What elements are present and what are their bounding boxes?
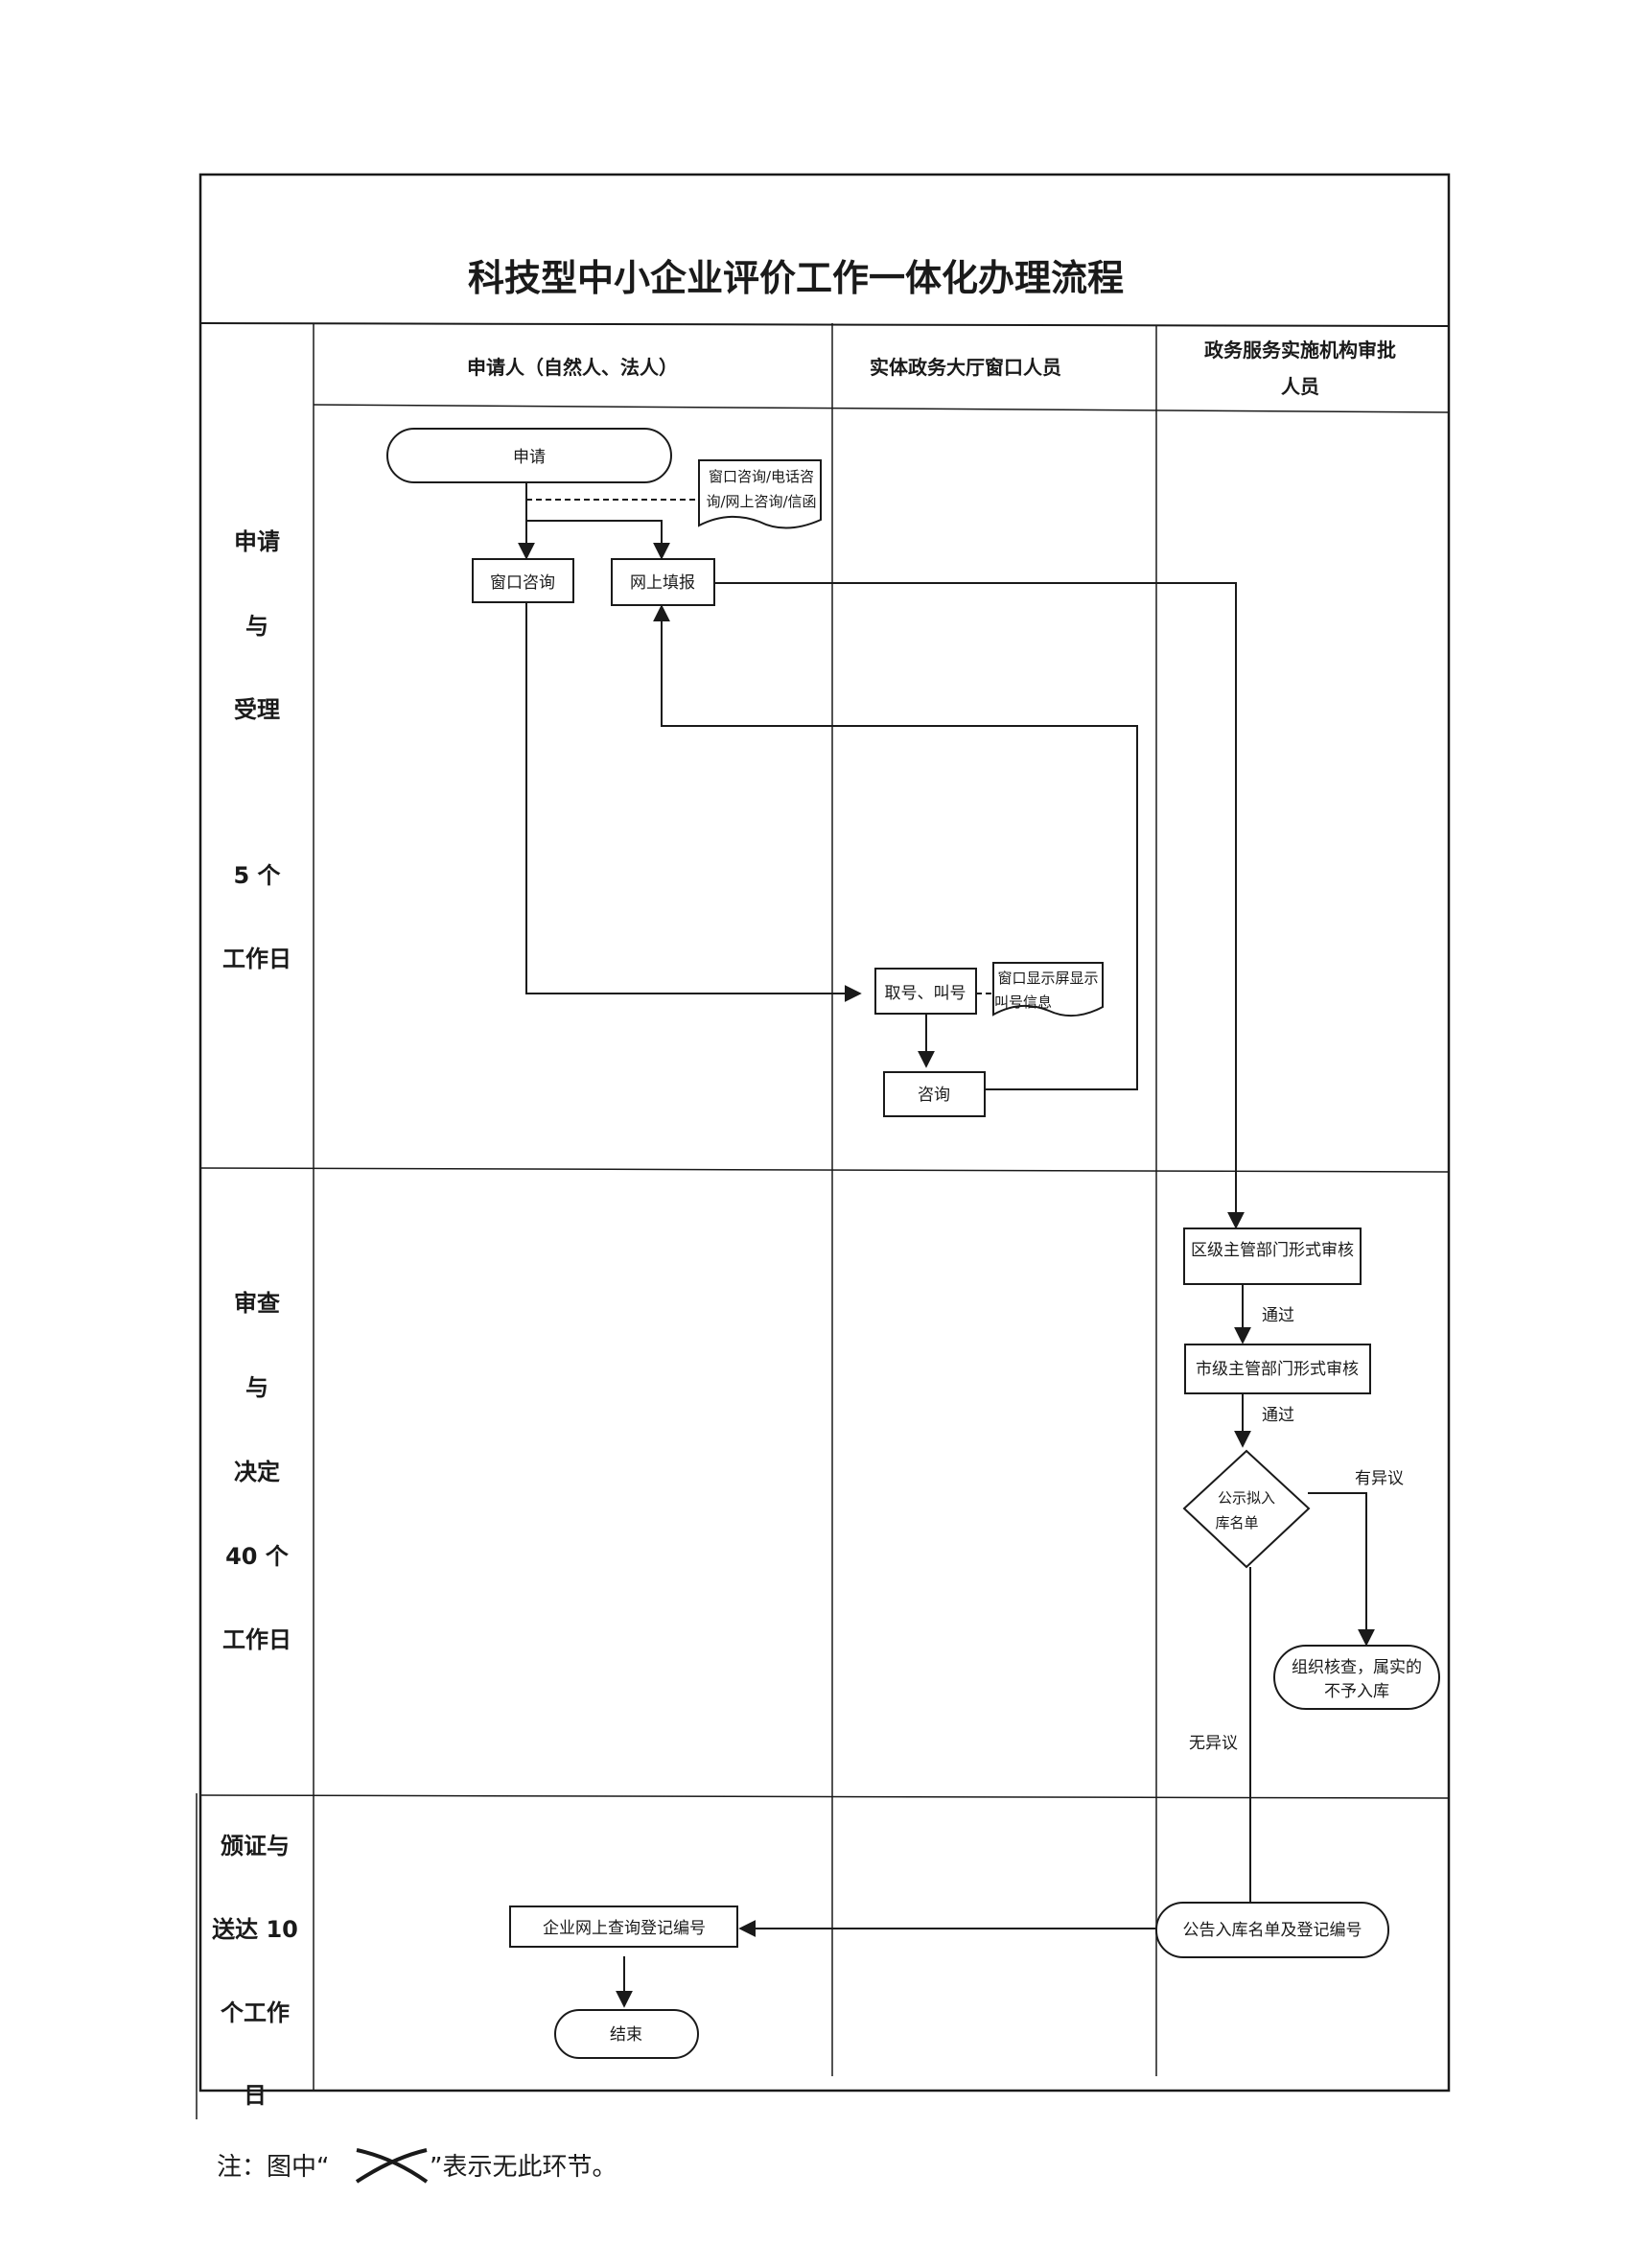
node-window-consult-label: 窗口咨询 xyxy=(490,573,555,593)
node-city-review xyxy=(1184,1344,1371,1394)
node-announce-label: 公告入库名单及登记编号 xyxy=(1183,1921,1362,1940)
stage-text: 40 个 xyxy=(225,1543,290,1570)
stage-text: 工作日 xyxy=(222,946,291,972)
node-apply-label: 申请 xyxy=(513,448,546,467)
node-online-fill xyxy=(611,558,715,606)
footnote-suffix: ”表示无此环节。 xyxy=(430,2153,617,2182)
stage-text: 个工作 xyxy=(221,1999,290,2026)
stage-text: 决定 xyxy=(234,1459,280,1485)
node-screen-doc xyxy=(992,962,1104,1017)
node-verify-line2: 不予入库 xyxy=(1324,1682,1389,1701)
node-district-review-label: 区级主管部门形式审核 xyxy=(1191,1241,1354,1260)
node-announce xyxy=(1155,1902,1389,1958)
edge-label-pass2: 通过 xyxy=(1262,1406,1294,1425)
stage-text: 受理 xyxy=(234,696,280,723)
stage-text: 工作日 xyxy=(222,1626,291,1653)
node-consult-doc xyxy=(698,459,822,529)
node-publicity-line1: 公示拟入 xyxy=(1218,1489,1275,1507)
node-apply xyxy=(386,428,672,483)
node-verify xyxy=(1273,1645,1440,1710)
footnote: 注：图中“ ”表示无此环节。 xyxy=(217,2148,617,2184)
node-publicity-line2: 库名单 xyxy=(1215,1514,1258,1531)
stage-text: 5 个 xyxy=(233,862,281,889)
lane-header-hall: 实体政务大厅窗口人员 xyxy=(870,356,1061,379)
node-screen-doc-line2: 叫号信息 xyxy=(994,994,1052,1011)
edge-publicity-objection xyxy=(1308,1492,1375,1647)
node-query-label: 企业网上查询登记编号 xyxy=(543,1919,706,1938)
connectors xyxy=(518,482,1375,2008)
node-verify-line1: 组织核查，属实的 xyxy=(1292,1658,1422,1677)
stage-text: 送达 10 xyxy=(212,1916,298,1943)
stage-label-delivery: 颁证与 送达 10 个工作 日 xyxy=(212,1833,298,2109)
cross-icon xyxy=(355,2148,429,2184)
node-city-review-label: 市级主管部门形式审核 xyxy=(1196,1360,1359,1379)
node-district-review xyxy=(1183,1228,1362,1285)
node-end xyxy=(554,2009,699,2059)
edge-label-objection: 有异议 xyxy=(1355,1469,1404,1488)
stage-label-application: 申请 与 受理 5 个 工作日 xyxy=(222,528,291,972)
edge-window-consult-to-take-number xyxy=(525,602,862,1002)
node-window-consult xyxy=(472,558,574,603)
node-publicity xyxy=(1182,1449,1311,1569)
node-query xyxy=(509,1906,738,1948)
lane-header-approver-line2: 人员 xyxy=(1281,375,1319,398)
edge-online-fill-to-district-review xyxy=(714,582,1245,1229)
node-screen-doc-line1: 窗口显示屏显示 xyxy=(997,970,1098,987)
stage-text: 与 xyxy=(245,613,268,640)
node-end-label: 结束 xyxy=(610,2025,642,2045)
edge-label-no-objection: 无异议 xyxy=(1189,1734,1238,1753)
node-consult-doc-line2: 询/网上咨询/信函 xyxy=(706,493,816,510)
stage-label-review: 审查 与 决定 40 个 工作日 xyxy=(222,1290,291,1653)
stage-text: 与 xyxy=(245,1374,268,1401)
footnote-prefix: 注：图中“ xyxy=(217,2153,329,2182)
lane-header-approver-line1: 政务服务实施机构审批 xyxy=(1204,339,1396,362)
stage-text: 审查 xyxy=(234,1290,280,1317)
stage-text: 申请 xyxy=(234,528,280,555)
node-online-fill-label: 网上填报 xyxy=(630,573,695,593)
edge-consult-to-online-fill xyxy=(653,604,1138,1090)
node-take-number-label: 取号、叫号 xyxy=(885,984,966,1003)
node-consult-doc-line1: 窗口咨询/电话咨 xyxy=(709,468,814,485)
node-consult-label: 咨询 xyxy=(918,1086,950,1105)
stage-text: 日 xyxy=(244,2082,267,2109)
page-title: 科技型中小企业评价工作一体化办理流程 xyxy=(468,257,1124,299)
stage-text: 颁证与 xyxy=(221,1833,290,1859)
node-take-number xyxy=(874,968,977,1015)
node-consult xyxy=(883,1071,986,1117)
lane-header-applicant: 申请人（自然人、法人） xyxy=(467,356,678,379)
table-frame xyxy=(196,173,1451,2119)
edge-apply-to-online-fill xyxy=(526,520,670,560)
edge-label-pass1: 通过 xyxy=(1262,1306,1294,1325)
